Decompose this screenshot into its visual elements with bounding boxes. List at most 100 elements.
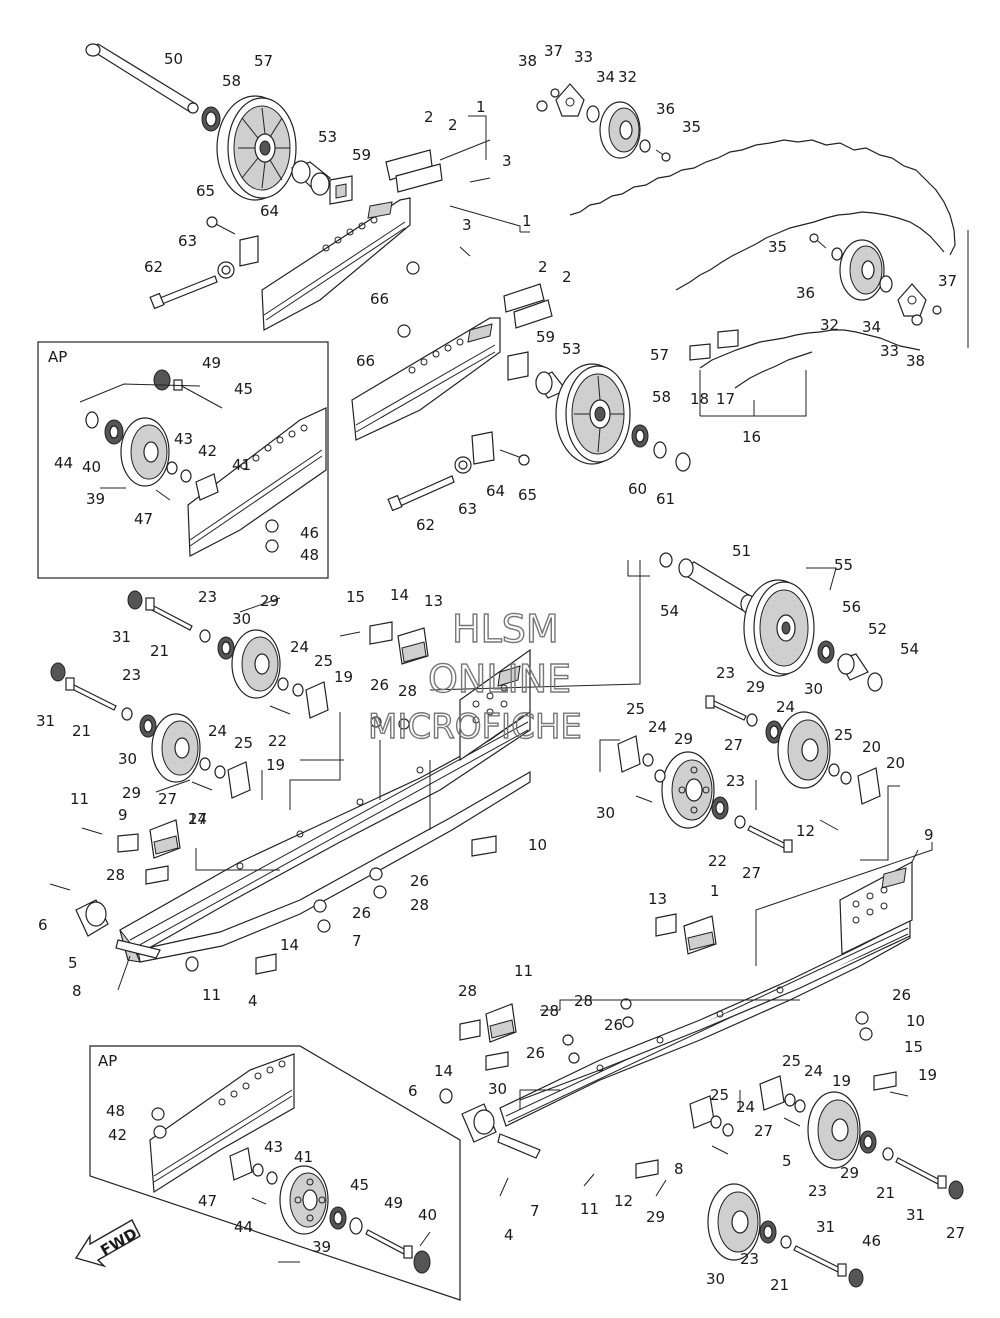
clip-11-c [459,1019,481,1041]
callout: 31 [906,1206,925,1224]
callout: 21 [150,642,169,660]
rivet-15-mid [339,631,361,637]
callout: 7 [530,1202,540,1220]
callout: 28 [458,982,477,1000]
callout: 9 [924,826,934,844]
callout: 43 [174,430,193,448]
callout: 25 [314,652,333,670]
callout: 17 [716,390,735,408]
callout: 21 [770,1276,789,1294]
bolt-27-b [191,781,213,791]
washer-60 [653,441,667,459]
callout: 64 [486,482,505,500]
callout: 22 [708,852,727,870]
callout: 45 [350,1176,369,1194]
callout: 19 [266,756,285,774]
callout: 23 [726,772,745,790]
washer-25-c [642,753,654,767]
callout: 24 [290,638,309,656]
bracket-6-left [75,899,109,937]
nut-63-upper [217,261,235,279]
bracket-19-c [759,1075,785,1111]
nut-46-upper [265,519,279,533]
callout: 7 [352,932,362,950]
screw-5-left [117,955,131,991]
callout: 24 [736,1098,755,1116]
callout: 57 [254,52,273,70]
callout: 21 [876,1184,895,1202]
bracket-13-mid [397,627,429,665]
callout: 29 [122,784,141,802]
washer-8-right [439,1088,453,1104]
bolt-62-upper [149,275,218,310]
bolt-21-a [145,597,193,631]
bolt-62-center [387,475,455,512]
callout: 31 [36,712,55,730]
callout: 11 [580,1200,599,1218]
callout: 25 [710,1086,729,1104]
callout: 42 [198,442,217,460]
spacer-53-upper [290,160,332,196]
callout: 28 [398,682,417,700]
callout: 29 [840,1164,859,1182]
callout: 24 [208,722,227,740]
rivet-7-left [49,883,71,891]
washer-25-e [784,1093,796,1107]
bolt-22-a [747,825,793,853]
callout: 29 [674,730,693,748]
callout: 29 [646,1208,665,1226]
callout: 29 [746,678,765,696]
callout: 64 [260,202,279,220]
callout: 1 [522,212,532,230]
callout: 19 [832,1072,851,1090]
washer-43-upper [166,461,178,475]
cap-49-lower [413,1250,431,1274]
callout: 54 [660,602,679,620]
clip-14-right [655,913,677,937]
nut-26-mid [370,716,382,728]
bolt-21-d [793,1245,847,1277]
callout: 59 [352,146,371,164]
callout: 43 [264,1138,283,1156]
wheel-39-lower [279,1165,329,1235]
callout: 61 [656,490,675,508]
callout: 56 [842,598,861,616]
washer-23-a [199,629,211,643]
callout: 51 [732,542,751,560]
callout: 23 [122,666,141,684]
callout: 35 [768,238,787,256]
bracket-64-upper [239,235,259,267]
callout: 26 [370,676,389,694]
callout: 58 [652,388,671,406]
callout: 55 [834,556,853,574]
bracket-33-upper [555,83,585,117]
callout: 9 [118,806,128,824]
callout: 32 [618,68,637,86]
collar-34-lower [879,275,893,293]
callout: 4 [504,1226,514,1244]
callout: 37 [938,272,957,290]
cap-31-a [127,590,143,610]
nut-48-lower [153,1125,167,1139]
callout: 44 [54,454,73,472]
callout: 23 [198,588,217,606]
washer-23-d [746,713,758,727]
wheel-29-lower-left [707,1183,761,1261]
clip-11-a [117,833,139,853]
bolt-27-f [783,1117,801,1127]
callout: 25 [834,726,853,744]
bracket-19-b [227,761,251,799]
callout: 11 [514,962,533,980]
callout: 46 [300,524,319,542]
callout: 3 [502,152,512,170]
wheel-29-lower-right [807,1091,861,1169]
washer-44-lower [349,1217,363,1235]
bracket-9-left [149,819,181,859]
callout: 38 [906,352,925,370]
callout: 65 [196,182,215,200]
callout: 28 [540,1002,559,1020]
nut-26-left [317,919,331,933]
callout: 14 [434,1062,453,1080]
callout: 15 [346,588,365,606]
callout-numbers: 50 57 58 53 59 2 2 1 3 38 37 33 34 32 36… [36,42,965,1294]
